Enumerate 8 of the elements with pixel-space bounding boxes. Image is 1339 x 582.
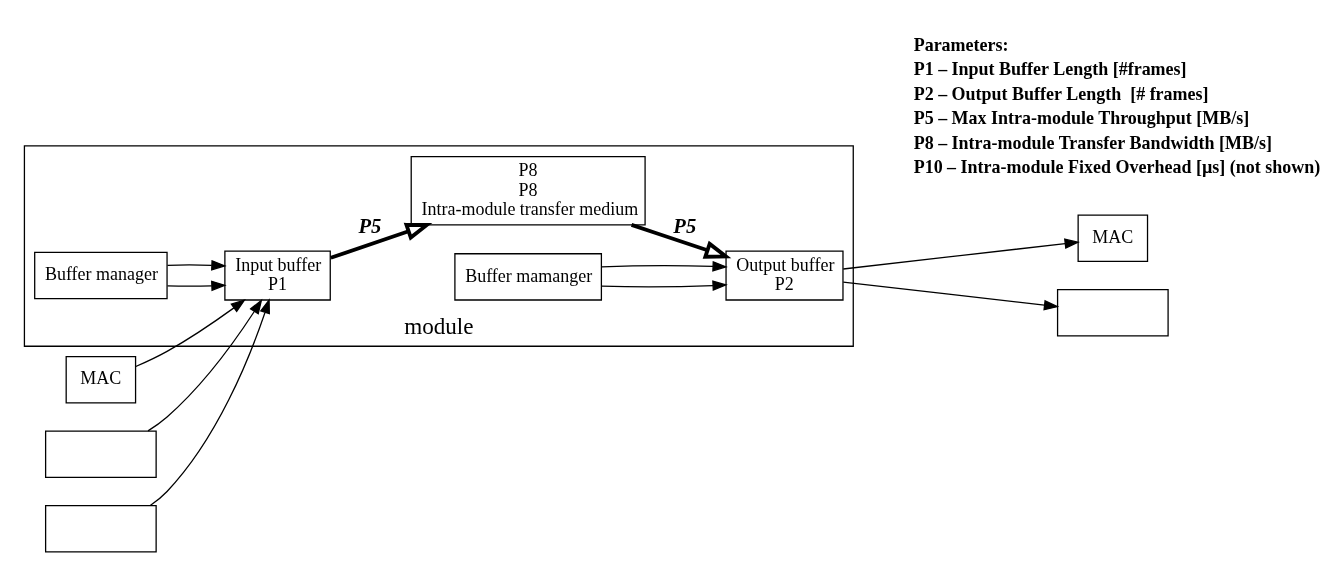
label: Parameters:: [913, 34, 1009, 55]
label: P10 – Intra-module Fixed Overhead [µs] (not shown): [913, 157, 1321, 178]
edge-label: P5: [673, 214, 697, 237]
label: P5 – Max Intra-module Throughput [MB/s]: [913, 108, 1250, 129]
label: P2 – Output Buffer Length [# frames]: [913, 83, 1209, 104]
edge-label: P5: [358, 214, 382, 237]
label: P1 – Input Buffer Length [#frames]: [913, 59, 1187, 80]
label: P8 – Intra-module Transfer Bandwidth [MB/s]: [913, 132, 1272, 153]
